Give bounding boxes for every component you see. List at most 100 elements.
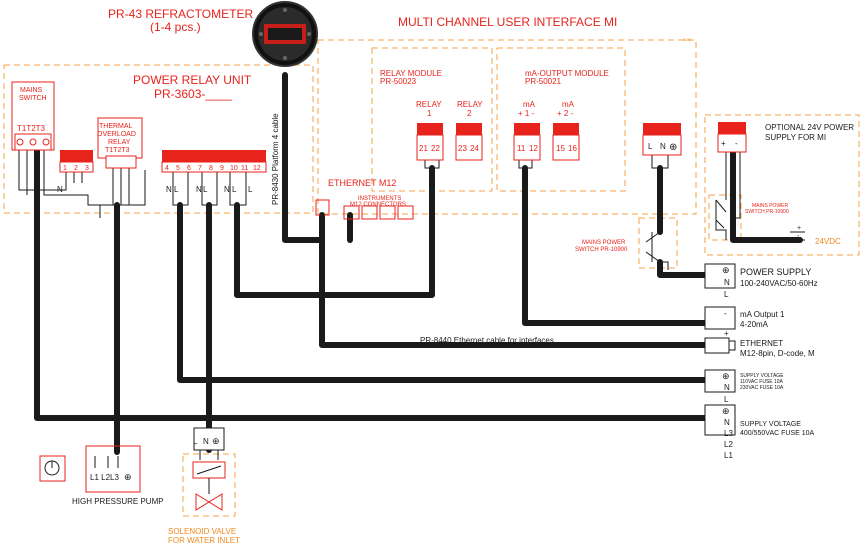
valve-pin-l: L — [193, 437, 198, 446]
ethernet-m12-label: ETHERNET M12 — [328, 178, 396, 188]
terminal-11: 11 — [517, 144, 526, 153]
terminal-16: 16 — [568, 144, 577, 153]
power-supply-label-2: 100-240VAC/50-60Hz — [740, 279, 818, 288]
terminal-24: 24 — [470, 144, 479, 153]
relay-terminal-2: 2 — [74, 165, 78, 172]
terminal-23: 23 — [458, 144, 467, 153]
relay-terminal-3: 3 — [85, 165, 89, 172]
pin-label: + — [724, 329, 729, 338]
ma-module-model: PR-50021 — [525, 77, 562, 86]
relay-module-model: PR-50023 — [380, 77, 417, 86]
power-relay-title: POWER RELAY UNIT — [133, 73, 252, 87]
relay-2-label: RELAY — [457, 100, 483, 109]
relay-bottom-label: L — [174, 185, 179, 194]
valve-label-1: SOLENOID VALVE — [168, 527, 236, 536]
thermal-relay-label-2: OVERLOAD — [97, 131, 136, 138]
ma-module-box — [496, 47, 626, 192]
thermal-relay-label-1: THERMAL — [99, 123, 133, 130]
ma-output-terminal: - + mA Output 1 4-20mA — [704, 306, 785, 338]
power-supply-terminal: ⊕ N L POWER SUPPLY 100-240VAC/50-60Hz — [704, 263, 818, 299]
svg-text:⊕: ⊕ — [722, 371, 730, 381]
relay-bottom-label: L — [203, 185, 208, 194]
mi-box — [317, 39, 697, 215]
ma-ch1-label: mA — [523, 100, 536, 109]
optional-supply-box — [704, 114, 860, 256]
pin-label: L — [724, 290, 729, 299]
valve-pin-n: N — [203, 437, 209, 446]
valve-box — [182, 453, 236, 517]
relay-1-label: RELAY — [416, 100, 442, 109]
high-pressure-pump: L1 L2L3 ⊕ HIGH PRESSURE PUMP — [39, 445, 164, 506]
pin-label: N — [724, 418, 730, 427]
relay-2-num: 2 — [467, 109, 472, 118]
svg-text:+: + — [721, 139, 726, 148]
optional-switch-label-1: MAINS POWER — [752, 203, 789, 209]
ma-output-label-1: mA Output 1 — [740, 310, 785, 319]
instruments-label-2: M12 CONNECTORS — [350, 202, 406, 208]
terminal-12: 12 — [529, 144, 538, 153]
relay-terminal-strip-a: 1 2 3 — [59, 150, 94, 173]
optional-supply-label-1: OPTIONAL 24V POWER — [765, 123, 854, 132]
valve-ground: ⊕ — [212, 436, 220, 446]
mi-switch-symbol — [645, 231, 661, 263]
mi-terminal-n: N — [660, 142, 666, 151]
terminal-22: 22 — [431, 144, 440, 153]
relay-terminal-6: 6 — [187, 165, 191, 172]
thin-wires — [18, 150, 805, 460]
optional-switch-box — [708, 194, 742, 241]
thermal-relay-terminals: T1T2T3 — [105, 147, 130, 154]
instruments-label-1: INSTRUMENTS — [358, 196, 401, 202]
pin-label: L — [724, 395, 729, 404]
ma-ch2-sub: + 2 - — [557, 109, 574, 118]
refractometer-title: PR-43 REFRACTOMETER — [108, 7, 253, 21]
mains-switch-terminals: T1T2T3 — [17, 124, 46, 133]
ma-output-label-2: 4-20mA — [740, 320, 769, 329]
relay-bottom-label: L — [232, 185, 237, 194]
relay-1-num: 1 — [427, 109, 432, 118]
valve-label-2: FOR WATER INLET — [168, 536, 240, 545]
relay-terminal-1: 1 — [63, 165, 67, 172]
relay-bottom-label: N — [196, 185, 202, 194]
mi-switch-box — [638, 217, 678, 269]
supply-110-label-3: 230VAC FUSE 10A — [740, 385, 784, 391]
terminal-21: 21 — [419, 144, 428, 153]
relay-terminal-7: 7 — [198, 165, 202, 172]
terminal-15: 15 — [556, 144, 565, 153]
supply-400-label-2: 400/550VAC FUSE 10A — [740, 430, 815, 437]
ethernet-cable-label: PR-8440 Ethernet cable for interfaces — [420, 336, 554, 345]
mains-switch-label-2: SWITCH — [19, 95, 47, 102]
optional-minus: - — [797, 233, 800, 240]
pin-label: N — [724, 278, 730, 287]
relay-terminal-4: 4 — [165, 165, 169, 172]
pin-label: L1 — [724, 451, 733, 460]
power-relay-model: PR-3603-____ — [154, 87, 232, 101]
junction-dots — [115, 203, 662, 243]
mi-terminal-l: L — [648, 142, 653, 151]
power-relay-box — [3, 64, 314, 214]
pin-label: L3 — [724, 429, 733, 438]
supply-110-label-2: 110VAC FUSE 10A — [740, 379, 784, 385]
platform-cable-label: PR-8430 Platform 4 cable — [271, 113, 280, 205]
relay-terminal-8: 8 — [209, 165, 213, 172]
svg-text:⊕: ⊕ — [722, 265, 730, 275]
optional-switch-label-2: SWITCH PR-10900 — [745, 209, 789, 215]
relay-terminal-strip-b: 4 5 6 7 8 9 10 11 12 — [161, 150, 267, 173]
supply-400-terminal: ⊕ N L3 L2 L1 SUPPLY VOLTAGE 400/550VAC F… — [704, 404, 815, 460]
pin-label: N — [724, 383, 730, 392]
pin-label: L2 — [724, 440, 733, 449]
refractometer-subtitle: (1-4 pcs.) — [150, 20, 201, 34]
refractometer-symbol — [252, 1, 318, 67]
optional-voltage: 24VDC — [815, 237, 841, 246]
cables — [34, 72, 803, 455]
relay-bottom-label: N — [224, 185, 230, 194]
optional-supply-terminals: + - — [717, 122, 747, 153]
optional-switch-symbol — [715, 199, 727, 229]
ethernet-label-1: ETHERNET — [740, 339, 783, 348]
supply-110-label-1: SUPPLY VOLTAGE — [740, 373, 784, 379]
relay-terminal-5: 5 — [176, 165, 180, 172]
relay-module-title: RELAY MODULE — [380, 69, 442, 78]
optional-plus: + — [797, 225, 801, 232]
pump-ground: ⊕ — [124, 472, 132, 482]
relay-bottom-label: N — [166, 185, 172, 194]
